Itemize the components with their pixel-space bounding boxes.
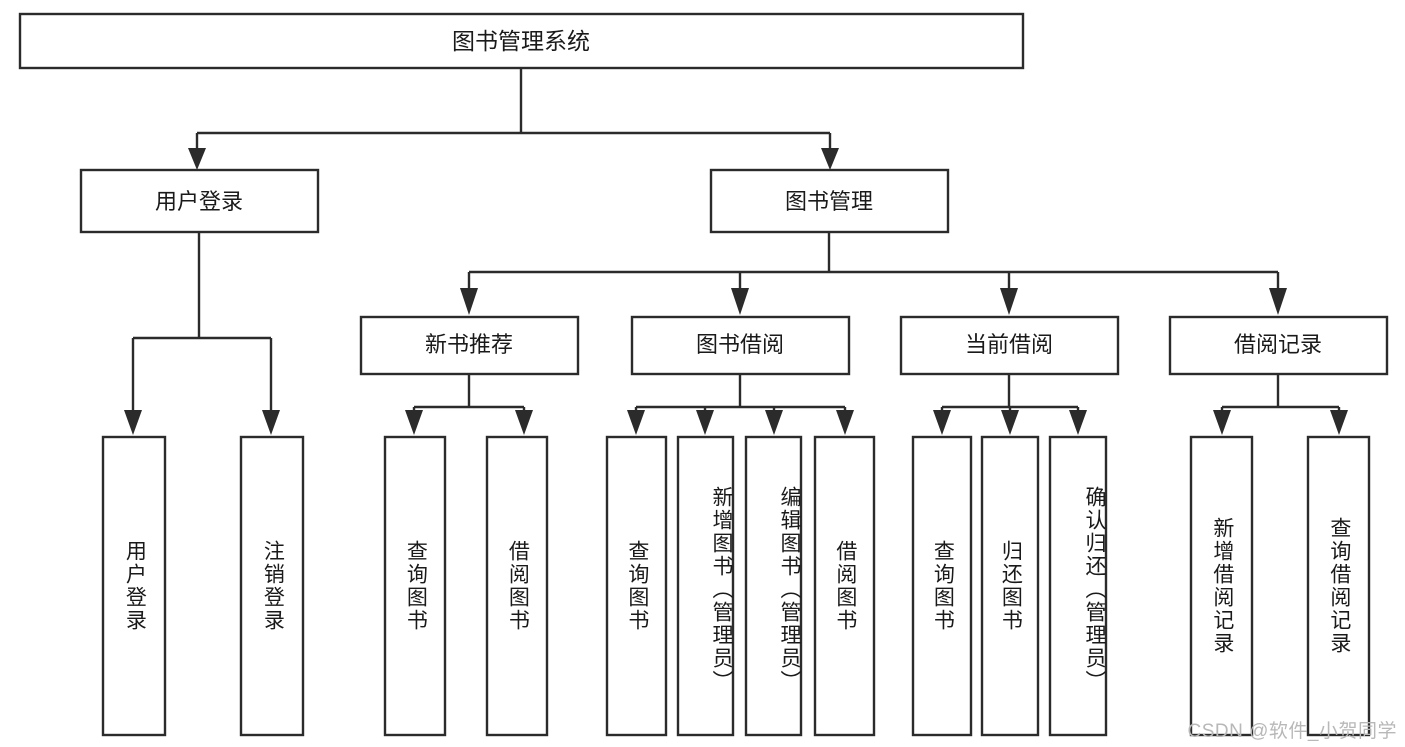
arrow-head-current-borrow	[1000, 288, 1018, 315]
node-root-label: 图书管理系统	[452, 28, 590, 54]
arrow-head-leaf-add-record	[1213, 410, 1231, 435]
arrow-head-book-borrow	[731, 288, 749, 315]
arrow-head-user-login	[188, 148, 206, 170]
arrow-head-leaf-confirm-return	[1069, 410, 1087, 435]
node-book-borrow-label: 图书借阅	[696, 332, 784, 357]
arrow-head-leaf-borrow-book-a	[515, 410, 533, 435]
leaf-box-query-book-a[interactable]	[383, 435, 447, 737]
node-borrow-record-label: 借阅记录	[1234, 332, 1322, 357]
leaf-box-logout[interactable]	[239, 435, 305, 737]
arrow-head-borrow-record	[1269, 288, 1287, 315]
node-current-borrow-label: 当前借阅	[965, 332, 1053, 357]
arrow-head-leaf-logout	[262, 410, 280, 435]
arrow-head-new-book-recommend	[460, 288, 478, 315]
leaf-box-confirm-return[interactable]	[1048, 435, 1108, 737]
arrow-head-leaf-return-book	[1001, 410, 1019, 435]
arrow-head-leaf-user-login	[124, 410, 142, 435]
leaf-box-query-book-b[interactable]	[605, 435, 668, 737]
arrow-head-leaf-query-book-c	[933, 410, 951, 435]
arrow-head-book-management	[821, 148, 839, 170]
leaf-box-user-login[interactable]	[101, 435, 167, 737]
arrow-head-leaf-query-book-b	[627, 410, 645, 435]
arrow-head-leaf-add-book	[696, 410, 714, 435]
leaf-box-add-record[interactable]	[1189, 435, 1254, 737]
node-root-book-management-system[interactable]	[18, 12, 1025, 70]
arrow-head-leaf-query-record	[1330, 410, 1348, 435]
node-borrow-record[interactable]	[1168, 315, 1389, 376]
node-user-login-label: 用户登录	[155, 189, 243, 214]
leaf-box-borrow-book-b[interactable]	[813, 435, 876, 737]
leaf-box-query-record[interactable]	[1306, 435, 1371, 737]
node-book-management-label: 图书管理	[785, 189, 873, 214]
arrow-head-leaf-query-book-a	[405, 410, 423, 435]
leaf-box-query-book-c[interactable]	[911, 435, 973, 737]
arrow-head-leaf-borrow-book-b	[836, 410, 854, 435]
csdn-watermark: CSDN @软件_小贺同学	[1187, 721, 1397, 742]
leaf-box-edit-book[interactable]	[744, 435, 803, 737]
arrow-head-leaf-edit-book	[765, 410, 783, 435]
leaf-box-return-book[interactable]	[980, 435, 1040, 737]
leaf-box-borrow-book-a[interactable]	[485, 435, 549, 737]
leaf-box-add-book[interactable]	[676, 435, 735, 737]
node-book-borrow[interactable]	[630, 315, 851, 376]
node-new-book-recommend[interactable]	[359, 315, 580, 376]
node-current-borrow[interactable]	[899, 315, 1120, 376]
node-book-management[interactable]	[709, 168, 950, 234]
node-new-book-recommend-label: 新书推荐	[425, 332, 513, 357]
